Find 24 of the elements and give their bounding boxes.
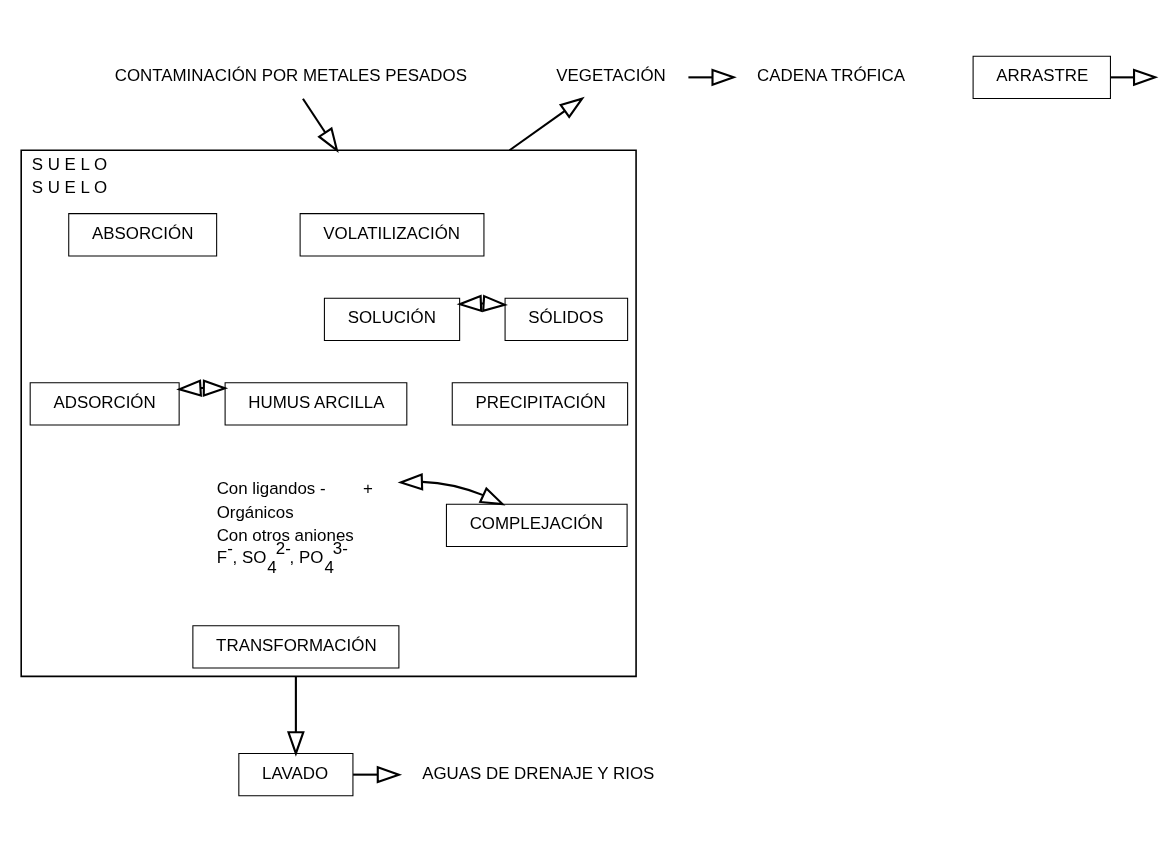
node-box: ADSORCIÓN (29, 382, 180, 426)
arrow (1110, 68, 1159, 87)
node-box: ARRASTRE (972, 55, 1111, 99)
node-box: COMPLEJACIÓN (445, 503, 628, 547)
node-box: VOLATILIZACIÓN (299, 213, 485, 257)
node-text: AGUAS DE DRENAJE Y RIOS (422, 763, 655, 783)
node-box: ABSORCIÓN (68, 213, 218, 257)
arrow (456, 294, 508, 313)
node-box: SÓLIDOS (504, 297, 629, 341)
arrow (353, 765, 403, 784)
arrow (287, 676, 305, 757)
node-box: SOLUCIÓN (323, 297, 461, 341)
arrow (688, 68, 737, 87)
arrow (176, 379, 229, 397)
node-text: CONTAMINACIÓN POR METALES PESADOS (114, 66, 467, 86)
arrow (302, 98, 339, 153)
arrow (508, 96, 585, 152)
node-text: VEGETACIÓN (556, 66, 666, 86)
node-box: LAVADO (238, 753, 354, 797)
node-box: TRANSFORMACIÓN (192, 625, 400, 669)
node-box: HUMUS ARCILLA (224, 382, 408, 426)
node-text: CADENA TRÓFICA (757, 66, 906, 86)
arrow (397, 472, 506, 506)
node-box: PRECIPITACIÓN (451, 382, 629, 426)
